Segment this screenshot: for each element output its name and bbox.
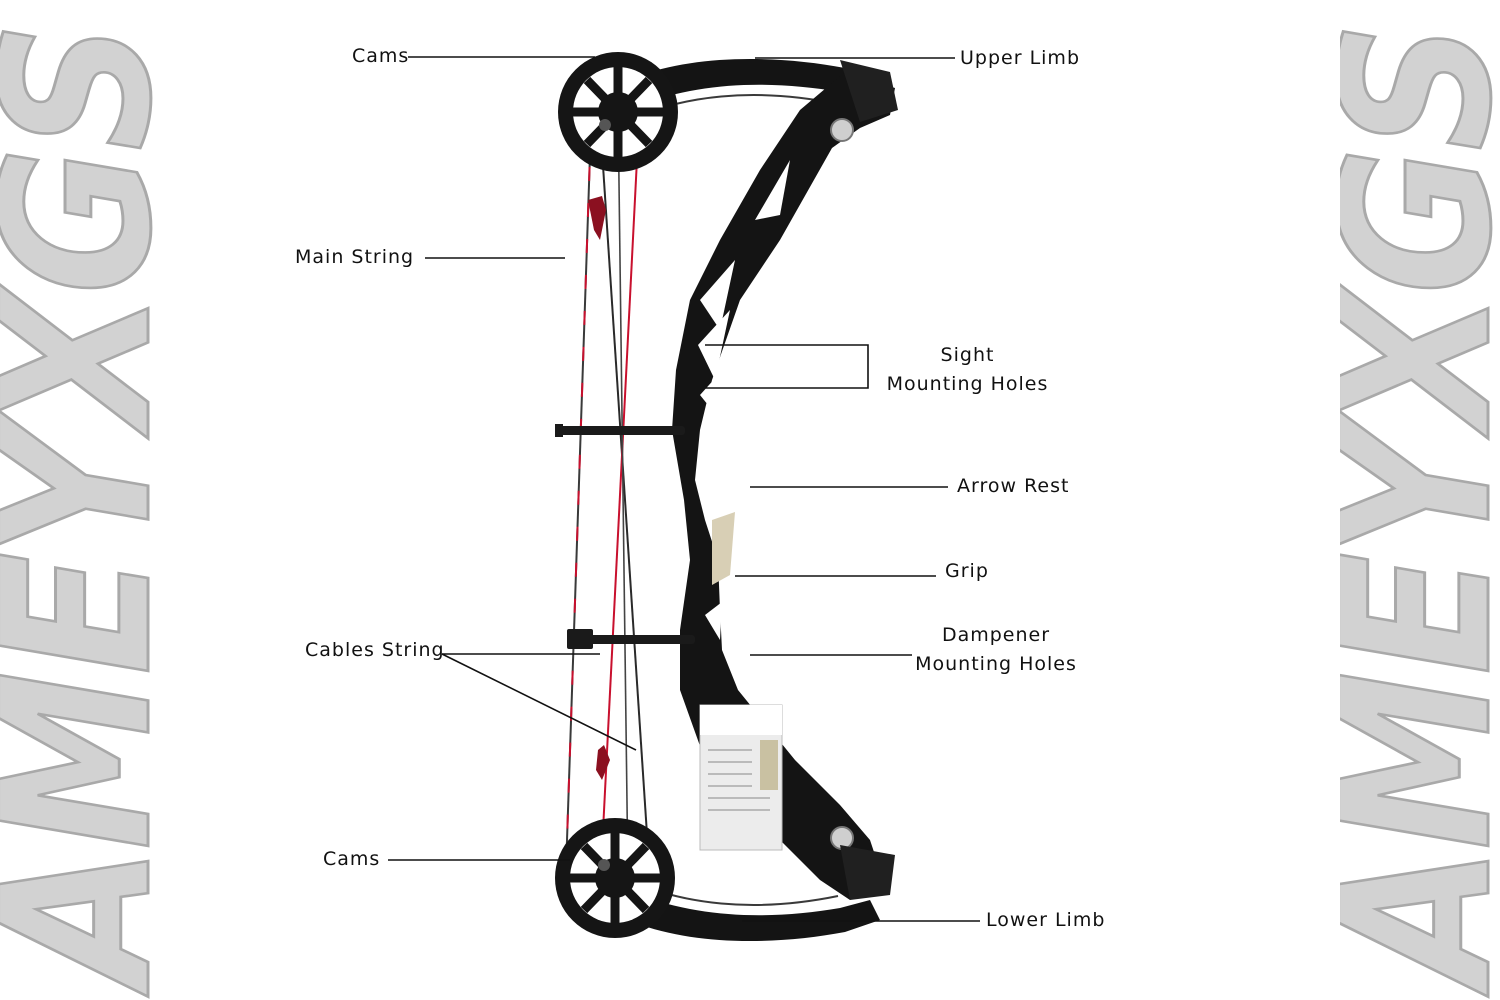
label-arrow-rest: Arrow Rest <box>957 475 1070 497</box>
label-sight-line2: Mounting Holes <box>886 373 1049 395</box>
label-dampener-line2: Mounting Holes <box>915 653 1077 675</box>
riser <box>672 60 898 900</box>
watermark-left-text: AMEYXGS <box>0 25 160 997</box>
lower-cam <box>555 818 675 938</box>
label-main-string: Main String <box>295 246 415 268</box>
leader-cables-string-b <box>441 653 637 751</box>
cable-string-c <box>617 104 629 881</box>
label-sight-line1: Sight <box>940 344 995 366</box>
label-dampener-mounting-holes: Dampener Mounting Holes <box>912 621 1080 679</box>
label-cables-string: Cables String <box>305 639 445 661</box>
main-string <box>565 94 593 871</box>
hang-tag <box>699 704 783 851</box>
label-sight-mounting-holes: Sight Mounting Holes <box>880 341 1055 399</box>
sight-rod <box>560 426 685 435</box>
label-upper-limb: Upper Limb <box>960 47 1081 69</box>
label-cams-bottom: Cams <box>323 848 381 870</box>
dampener-rod <box>570 635 695 644</box>
label-cams-top: Cams <box>352 45 410 67</box>
label-lower-limb: Lower Limb <box>986 909 1106 931</box>
label-grip: Grip <box>945 560 989 582</box>
watermark-right-text: AMEYXGS <box>1340 25 1500 997</box>
cable-string-a <box>599 119 651 881</box>
watermark-right: AMEYXGS <box>1340 24 1500 999</box>
string-stops <box>588 196 610 780</box>
watermark-left: AMEYXGS <box>0 24 160 999</box>
label-dampener-line1: Dampener <box>941 624 1051 646</box>
leader-sight-mounting-holes <box>705 344 869 389</box>
upper-cam <box>558 52 678 172</box>
stabilizers <box>555 424 695 649</box>
